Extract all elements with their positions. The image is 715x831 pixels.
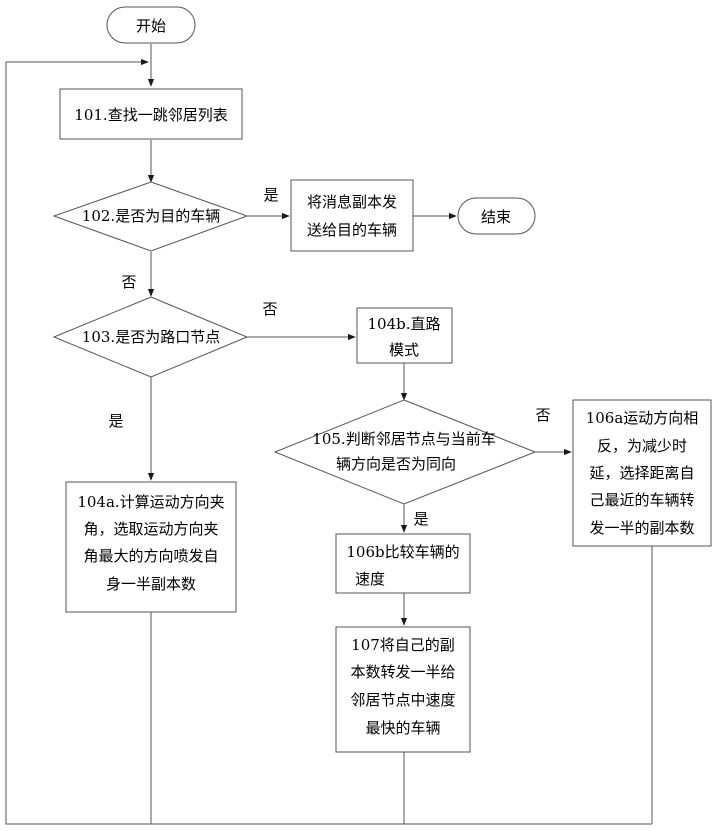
step-107-line-3: 邻居节点中速度 <box>350 691 455 709</box>
label-105-no: 否 <box>535 406 550 424</box>
step-106a-line-3: 延，选择距离自 <box>589 464 694 482</box>
step-104a-line-4: 身一半副本数 <box>106 575 196 593</box>
step-104a-line-2: 角，选取运动方向夹 <box>83 520 218 538</box>
step-106a-line-1: 106a运动方向相 <box>586 409 699 427</box>
decision-103-label: 103.是否为路口节点 <box>82 328 220 346</box>
start-label: 开始 <box>136 17 166 35</box>
step-104b-line-2: 模式 <box>389 341 419 359</box>
label-105-yes: 是 <box>413 510 428 528</box>
step-send-box <box>291 180 413 251</box>
step-104a-line-3: 角最大的方向喷发自 <box>83 547 218 565</box>
decision-105-line-1: 105.判断邻居节点与当前车 <box>312 430 495 448</box>
label-103-yes: 是 <box>108 412 123 430</box>
label-103-no: 否 <box>262 300 277 318</box>
label-102-yes: 是 <box>263 186 278 204</box>
step-send-line-1: 将消息副本发 <box>307 193 397 211</box>
step-send-line-2: 送给目的车辆 <box>307 221 397 239</box>
step-101-label: 101.查找一跳邻居列表 <box>74 106 227 124</box>
step-106b-line-2: 速度 <box>355 570 385 588</box>
step-106a-line-2: 反，为减少时 <box>597 437 687 455</box>
step-106a-line-4: 己最近的车辆转 <box>589 491 694 509</box>
step-107-line-4: 最快的车辆 <box>365 719 440 737</box>
step-104b-line-1: 104b.直路 <box>367 315 440 333</box>
step-107-line-2: 本数转发一半给 <box>350 663 455 681</box>
decision-105-line-2: 辆方向是否为同向 <box>336 455 456 473</box>
step-106a-line-5: 发一半的副本数 <box>589 519 694 537</box>
label-102-no: 否 <box>121 273 136 291</box>
decision-102-label: 102.是否为目的车辆 <box>82 207 220 225</box>
decision-105-diamond <box>275 400 535 504</box>
end-label: 结束 <box>481 208 511 226</box>
step-107-line-1: 107将自己的副 <box>351 636 455 654</box>
step-104a-line-1: 104a.计算运动方向夹 <box>77 493 224 511</box>
step-106b-line-1: 106b比较车辆的 <box>346 543 459 561</box>
